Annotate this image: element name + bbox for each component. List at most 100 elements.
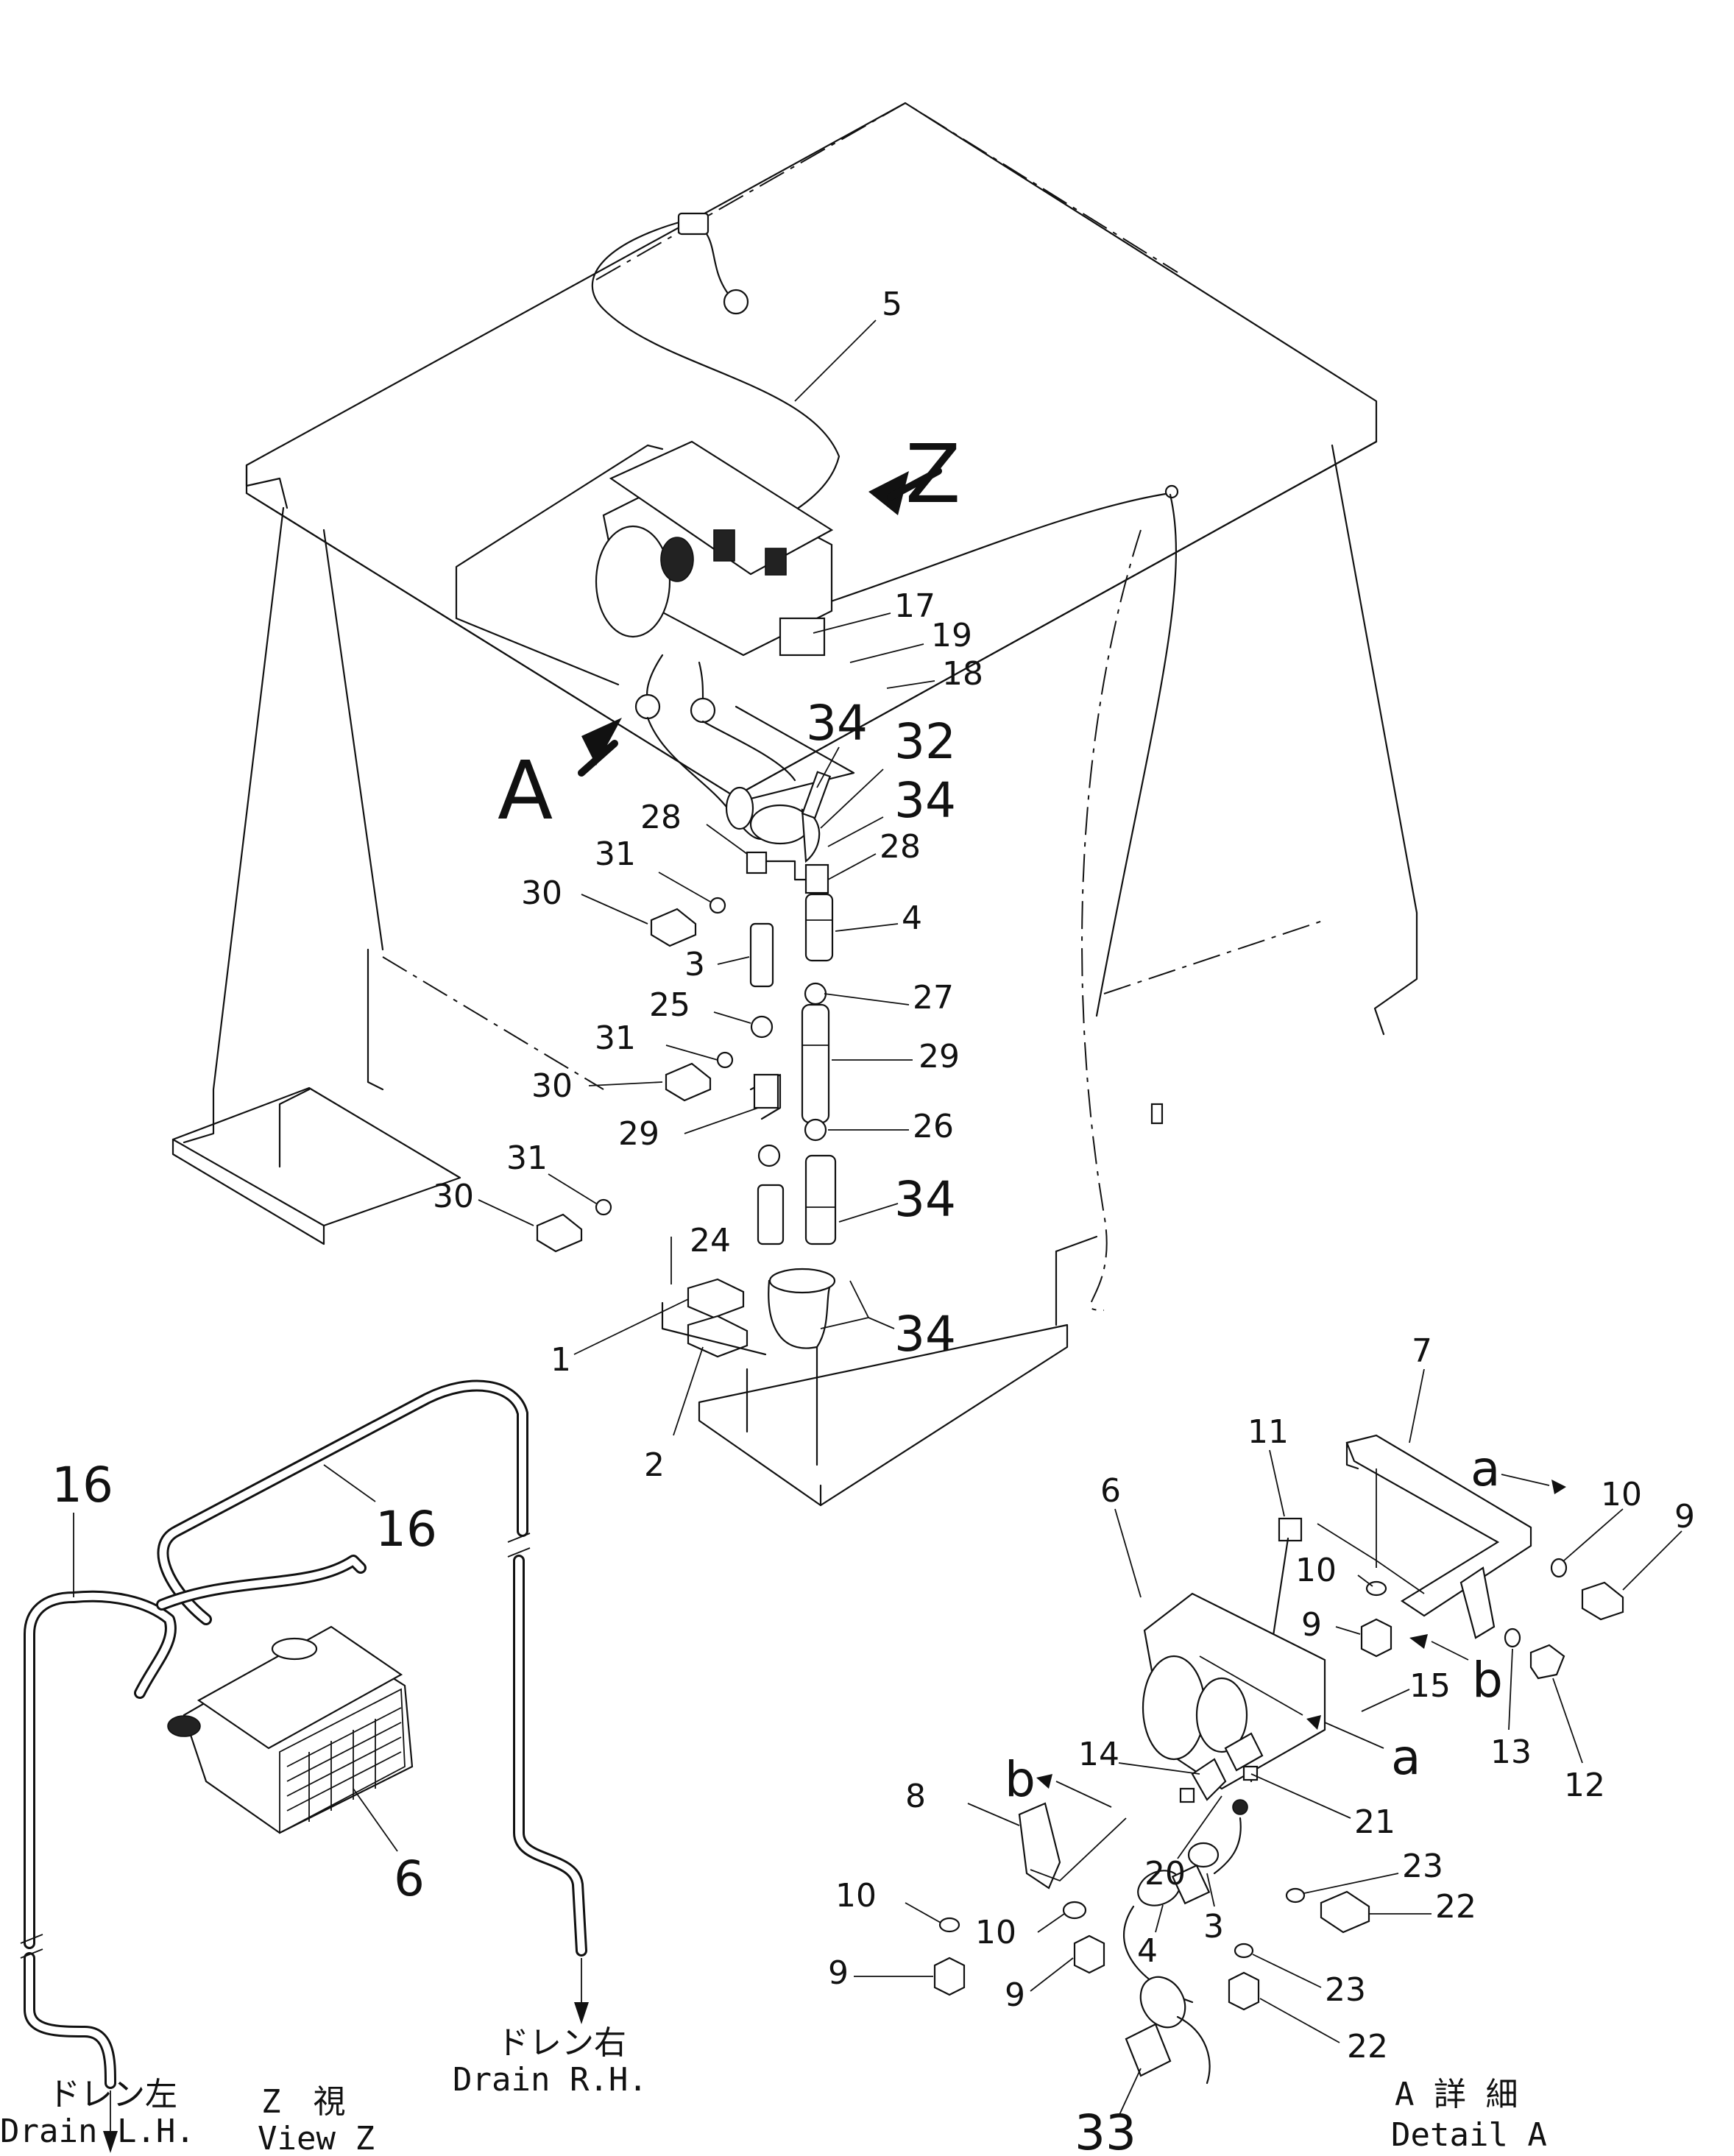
clip-29 — [753, 1073, 779, 1109]
break-mark-rh-b — [507, 1547, 531, 1558]
callout-25: 25 — [649, 986, 690, 1024]
callout-17: 17 — [894, 587, 935, 625]
heater-6-blower — [1142, 1655, 1206, 1761]
side-wall-dash — [1081, 529, 1142, 1311]
clamp-34b — [801, 771, 832, 819]
heater-6-seam — [1199, 1655, 1303, 1716]
drain-hose-rh-lower-outline — [513, 1555, 587, 1957]
detail-letter-a-top: a — [1471, 1441, 1500, 1497]
wire-right-drop — [1095, 493, 1178, 1017]
leader-27 — [824, 993, 910, 1005]
leader-9-top — [1335, 1626, 1361, 1635]
leader-10-right — [1563, 1508, 1624, 1561]
leader-9-right — [1622, 1530, 1682, 1591]
caption-view-z-en: View Z — [258, 2120, 375, 2156]
callout-7: 7 — [1412, 1332, 1432, 1370]
callout-5: 5 — [882, 286, 902, 323]
nut-26 — [804, 1118, 827, 1142]
heater-blower — [595, 525, 671, 638]
heater-motor — [660, 537, 694, 582]
view-arrows: Z A — [498, 427, 960, 838]
callout-31b: 31 — [595, 1019, 636, 1057]
drain-hose-lh-lower-fill — [26, 1954, 114, 2087]
washer-31a — [709, 897, 726, 914]
leader-1 — [573, 1298, 689, 1355]
connector-top — [677, 212, 709, 236]
leader-31a — [658, 872, 711, 902]
callout-27: 27 — [913, 979, 954, 1017]
callout-8: 8 — [905, 1778, 926, 1815]
leader-8 — [967, 1803, 1020, 1826]
heater-unit-6-cap — [271, 1637, 318, 1661]
bracket-8 — [1018, 1802, 1061, 1890]
leader-34b — [827, 816, 884, 847]
leader-22b — [1259, 1998, 1340, 2043]
callout-4d: 4 — [1137, 1932, 1158, 1970]
callout-15: 15 — [1409, 1667, 1451, 1705]
bracket-7-flange — [1345, 1441, 1359, 1470]
heater-grille-slots — [286, 1707, 402, 1822]
callout-16b: 16 — [375, 1501, 437, 1558]
callout-20: 20 — [1144, 1855, 1186, 1892]
heater-nipple-a — [634, 693, 661, 720]
washer-31b — [716, 1051, 734, 1069]
heater-wall — [455, 444, 664, 620]
nut-detail — [1187, 1842, 1220, 1868]
callout-29a: 29 — [919, 1038, 960, 1075]
wire-terminal — [1164, 484, 1179, 499]
bolt-12 — [1529, 1644, 1565, 1680]
callout-2: 2 — [644, 1446, 665, 1484]
valve-21 — [1224, 1732, 1264, 1772]
hose-24 — [757, 1184, 785, 1245]
hose-detail-a — [1213, 1817, 1242, 1875]
callout-34a: 34 — [806, 695, 868, 752]
leader-17 — [813, 612, 891, 634]
callout-11: 11 — [1248, 1413, 1289, 1451]
leader-16b — [323, 1464, 376, 1502]
view-z-arrow-shaft — [887, 467, 942, 501]
leader-7 — [1409, 1368, 1425, 1443]
roof-side-edge — [733, 440, 1378, 798]
callout-3d: 3 — [1203, 1908, 1224, 1945]
heater-valve-b — [765, 548, 787, 576]
arrow-b-right-shaft — [1431, 1641, 1469, 1661]
bolt-9-right — [1581, 1581, 1624, 1621]
washer-23b — [1234, 1943, 1254, 1959]
leader-11 — [1269, 1449, 1285, 1517]
leader-29b — [684, 1107, 759, 1134]
bolt-22b — [1228, 1971, 1260, 2011]
callout-34b: 34 — [894, 772, 956, 829]
clamp-25 — [750, 1015, 774, 1039]
bolt-30a — [650, 908, 697, 947]
callout-19: 19 — [931, 617, 972, 654]
drain-hose-lh-outline — [24, 1590, 177, 1949]
leader-30c — [478, 1199, 534, 1226]
leader-4 — [835, 923, 899, 932]
callout-22b: 22 — [1347, 2028, 1388, 2065]
heater-6-motor — [1195, 1677, 1248, 1753]
wire-end-plug — [1150, 1103, 1164, 1125]
caption-drain-rh-en: Drain R.H. — [453, 2061, 648, 2099]
roof-lip — [245, 464, 289, 509]
leader-23a — [1303, 1873, 1399, 1894]
caption-view-z-jp: Z 視 — [261, 2083, 346, 2121]
callout-31c: 31 — [506, 1139, 548, 1177]
callout-23b: 23 — [1325, 1971, 1366, 2009]
wire-to-right — [823, 492, 1172, 605]
callout-13: 13 — [1490, 1733, 1532, 1771]
heater-unit — [595, 440, 834, 724]
clip-21 — [1242, 1765, 1259, 1781]
callout-9-top: 9 — [1301, 1606, 1322, 1644]
leader-34c — [838, 1203, 899, 1223]
hose-33-end — [1125, 2023, 1172, 2077]
callout-24: 24 — [690, 1222, 731, 1259]
view-a-arrow-head — [581, 718, 622, 766]
floor-left-edge — [171, 1138, 325, 1245]
hose-33-tail — [1176, 2015, 1211, 2085]
washer-10-right — [1550, 1558, 1568, 1578]
callout-30c: 30 — [433, 1178, 474, 1215]
drain-lh-arrow-head — [103, 2131, 118, 2153]
callout-23a: 23 — [1402, 1848, 1443, 1885]
callout-10-mid: 10 — [975, 1914, 1016, 1951]
arrow-a-mid-shaft — [1324, 1722, 1384, 1749]
